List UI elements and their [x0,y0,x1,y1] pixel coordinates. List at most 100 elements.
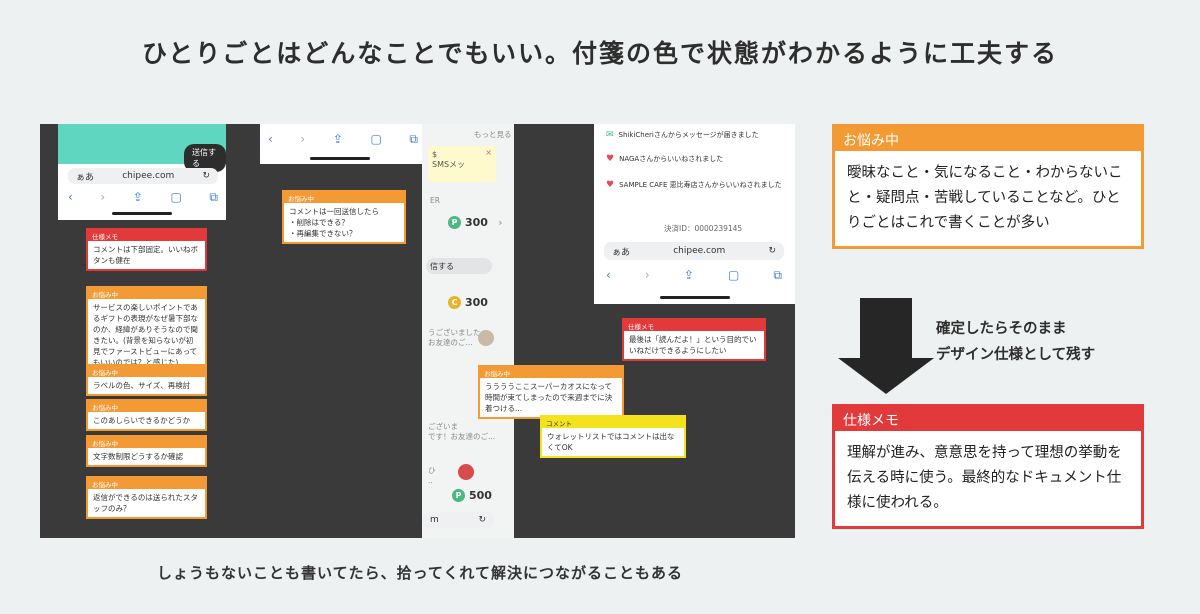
note-header: お悩み中 [88,366,205,377]
home-indicator [660,296,730,299]
message-snippet: うございましたっ お友達のご... [428,328,488,347]
notification-item[interactable]: ♥ SAMPLE CAFE 恵比寿店さんからいいねされました [606,180,782,190]
back-icon[interactable]: ‹ [68,190,73,204]
legend-note-header: 仕様メモ [835,407,1141,431]
notification-text: NAGAさんからいいねされました [619,155,724,163]
browser-toolbar: ‹ › ⇪ ▢ ⧉ [268,132,418,147]
note-body: 最後は「読んだよ！」という目的でいいねだけできるようにしたい [629,335,757,355]
send-button-partial[interactable]: 信する [426,258,492,274]
share-icon[interactable]: ⇪ [683,268,694,282]
app-screen-strip: もっと見る $ SMSメッ × ER P 300 › 信する C 300 うござ… [422,124,514,538]
notification-item[interactable]: ♥ NAGAさんからいいねされました [606,154,723,164]
tabs-icon[interactable]: ⧉ [409,132,418,146]
points-value: 500 [469,489,492,502]
note-header: お悩み中 [88,478,205,489]
reload-icon[interactable]: ↻ [202,171,210,181]
note-header: お悩み中 [88,437,205,448]
phone-screen-left: 送信する ぁあ chipee.com ↻ ‹ › ⇪ ▢ ⧉ [58,124,226,220]
close-icon[interactable]: × [485,148,492,157]
legend-note-body: 曖昧なこと・気になること・わからないこと・疑問点・苦戦していることなど。ひとりご… [847,165,1123,231]
chevron-right-icon[interactable]: › [497,216,503,229]
message-snippet: ひ .. [428,466,436,485]
reload-icon[interactable]: ↻ [478,515,486,525]
home-indicator [112,212,172,215]
sticky-note-spec[interactable]: 仕様メモ コメントは下部固定。いいねボタンも健在 [86,228,207,271]
forward-icon[interactable]: › [644,268,650,282]
phone-screen-right: ✉ ShikiCheriさんからメッセージが届きました ♥ NAGAさんからいい… [594,124,795,304]
forward-icon[interactable]: › [100,190,106,204]
points-row: P 500 [452,489,492,502]
arrow-down-icon [860,298,912,360]
tabs-icon[interactable]: ⧉ [209,190,218,204]
bottom-caption: しょうもないことも書いてたら、拾ってくれて解決につながることもある [157,564,683,582]
browser-toolbar: ‹ › ⇪ ▢ ⧉ [68,190,218,205]
note-body: コメントは一回送信したら ・削除はできる？ ・再編集できない？ [289,207,379,238]
bookmarks-icon[interactable]: ▢ [727,268,740,282]
arrow-caption-line: 確定したらそのまま [936,321,1067,337]
url-text: m [430,515,439,525]
home-indicator [310,157,370,160]
note-header: お悩み中 [480,367,622,378]
share-icon[interactable]: ⇪ [132,190,143,204]
heart-icon: ♥ [606,180,615,190]
sticky-note-worry[interactable]: お悩み中 コメントは一回送信したら ・削除はできる？ ・再編集できない？ [282,190,406,244]
note-body: 返信ができるのは送られたスタッフのみ？ [93,493,198,513]
forward-icon[interactable]: › [300,132,306,146]
legend-note-worry: お悩み中 曖昧なこと・気になること・わからないこと・疑問点・苦戦していることなど… [832,124,1144,249]
send-button[interactable]: 送信する [184,144,226,172]
address-bar[interactable]: m ↻ [422,512,494,528]
sticky-note-worry[interactable]: お悩み中 返信ができるのは送られたスタッフのみ？ [86,476,207,519]
decision-id: 決済ID：0000239145 [664,224,743,233]
arrow-caption: 確定したらそのまま デザイン仕様として残す [936,316,1095,368]
page-title: ひとりごとはどんなことでもいい。付箋の色で状態がわかるように工夫する [141,39,1058,68]
reload-icon[interactable]: ↻ [768,246,776,256]
r-label: ER [430,196,440,205]
note-header: お悩み中 [284,192,404,203]
back-icon[interactable]: ‹ [268,132,273,146]
note-header: コメント [542,417,684,428]
address-bar[interactable]: ぁあ chipee.com ↻ [604,242,784,260]
note-body: ううううここスーパーカオスになって時間が束てしまったので来週までに決着つける..… [485,382,613,413]
address-bar[interactable]: ぁあ chipee.com ↻ [68,168,218,184]
sticky-note-worry[interactable]: お悩み中 このあしらいできるかどうか [86,399,207,431]
text-size-label[interactable]: ぁあ [612,247,631,258]
arrow-caption-line: デザイン仕様として残す [936,347,1096,363]
bookmarks-icon[interactable]: ▢ [370,132,382,146]
sms-card-text: $ SMSメッ [432,150,466,169]
note-header: お悩み中 [88,288,205,299]
sticky-note-worry[interactable]: お悩み中 サービスの楽しいポイントであるギフトの表現がなぜ暑下部なのか、経緯があ… [86,286,207,373]
text-size-label[interactable]: ぁあ [76,172,95,183]
sticky-note-worry[interactable]: お悩み中 文字数制限どうするか確認 [86,435,207,467]
sticky-note-worry[interactable]: お悩み中 ううううここスーパーカオスになって時間が束てしまったので来週までに決着… [478,365,624,419]
arrow-head [838,358,934,394]
point-icon: P [448,216,461,229]
note-body: ラベルの色、サイズ、再検討 [93,381,191,390]
browser-toolbar: ‹ › ⇪ ▢ ⧉ [606,268,782,283]
note-header: お悩み中 [88,401,205,412]
point-icon: P [452,489,465,502]
notification-item[interactable]: ✉ ShikiCheriさんからメッセージが届きました [606,130,759,140]
url-text: chipee.com [673,246,726,256]
note-body: このあしらいできるかどうか [93,416,191,425]
sticky-note-spec[interactable]: 仕様メモ 最後は「読んだよ！」という目的でいいねだけできるようにしたい [622,318,766,361]
note-body: サービスの楽しいポイントであるギフトの表現がなぜ暑下部なのか、経緯がありそうなの… [93,303,198,367]
note-body: ウォレットリストではコメントは出なくてOK [547,432,675,452]
note-header: 仕様メモ [624,320,764,331]
sms-card: $ SMSメッ × [428,146,496,182]
sticky-note-worry[interactable]: お悩み中 ラベルの色、サイズ、再検討 [86,364,207,396]
points-row: P 300 › [448,216,503,229]
back-icon[interactable]: ‹ [606,268,611,282]
notification-text: SAMPLE CAFE 恵比寿店さんからいいねされました [619,181,782,189]
points-value: 300 [465,296,488,309]
share-icon[interactable]: ⇪ [332,132,343,146]
mail-icon: ✉ [606,130,614,140]
sticky-note-comment[interactable]: コメント ウォレットリストではコメントは出なくてOK [540,415,686,458]
bookmarks-icon[interactable]: ▢ [170,190,182,204]
more-link[interactable]: もっと見る [474,130,512,139]
legend-note-spec: 仕様メモ 理解が進み、意意思を持って理想の挙動を伝える時に使う。最終的なドキュメ… [832,404,1144,529]
phone-screen-mid: ‹ › ⇪ ▢ ⧉ [260,124,422,164]
message-snippet: ございま です！お友達のご... [428,422,496,441]
note-header: 仕様メモ [88,230,205,241]
tabs-icon[interactable]: ⧉ [773,268,782,282]
avatar [478,330,494,346]
